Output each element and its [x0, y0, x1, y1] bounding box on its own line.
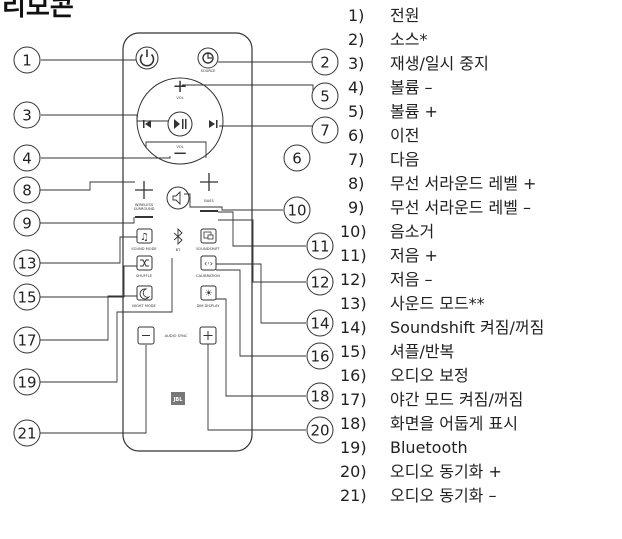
dim-display-button[interactable]: ☀ [200, 285, 217, 301]
callout-4: 4 [13, 144, 41, 172]
svg-text:17: 17 [17, 332, 36, 350]
shuffle-label: SHUFFLE [136, 274, 153, 278]
mute-button[interactable] [166, 186, 190, 210]
audio-sync-label: AUDIO SYNC [165, 334, 188, 338]
callout-20: 20 [306, 416, 334, 444]
callout-6: 6 [283, 144, 311, 172]
music-note-icon: ♫ [140, 232, 149, 243]
play-pause-button[interactable] [167, 111, 193, 137]
callout-7: 7 [311, 116, 339, 144]
source-label: SOURCE [201, 69, 217, 73]
sun-icon: ☀ [204, 289, 212, 299]
play-pause-icon [174, 119, 180, 129]
callout-8: 8 [13, 176, 41, 204]
svg-text:15: 15 [17, 289, 36, 307]
previous-button[interactable] [143, 120, 151, 128]
vol-label: VOL [176, 96, 183, 100]
soundshift-label: SOUNDSHIFT [196, 247, 220, 251]
shuffle-button[interactable] [136, 255, 153, 271]
audio-sync-down-button[interactable] [137, 326, 155, 345]
callout-12: 12 [306, 268, 334, 296]
remote-diagram: SOURCE + VOL − VOL WIRELESS SURROUND BAS… [13, 32, 339, 452]
callout-21: 21 [13, 419, 41, 447]
next-button[interactable] [209, 120, 218, 128]
speaker-icon [172, 190, 181, 206]
page-title: 리모콘 [2, 0, 74, 22]
volume-up-button[interactable]: + [172, 76, 187, 97]
calibration-button[interactable]: ‹·› [200, 255, 217, 271]
svg-text:9: 9 [22, 215, 32, 233]
leader-lines [40, 59, 314, 434]
svg-text:20: 20 [310, 422, 329, 440]
shuffle-icon [140, 259, 149, 267]
bass-label: BASS [204, 199, 214, 203]
night-mode-label: NIGHT MODE [132, 304, 156, 308]
sound-mode-button[interactable]: ♫ [136, 228, 153, 244]
next-icon [209, 120, 215, 128]
callout-15: 15 [13, 283, 41, 311]
svg-text:21: 21 [17, 425, 36, 443]
callout-1: 1 [13, 46, 41, 74]
volume-down-button[interactable]: − [172, 143, 187, 164]
wireless-surround-label-1: WIRELESS [135, 203, 154, 207]
callout-11: 11 [306, 232, 334, 260]
source-button[interactable] [197, 47, 219, 69]
audio-sync-up-button[interactable] [199, 326, 217, 345]
wireless-surround-label-2: SURROUND [134, 207, 155, 211]
callout-14: 14 [306, 309, 334, 337]
bass-up-button[interactable] [200, 173, 218, 191]
svg-text:12: 12 [310, 274, 329, 292]
callout-13: 13 [13, 249, 41, 277]
power-icon [139, 53, 155, 67]
callout-18: 18 [306, 382, 334, 410]
svg-text:18: 18 [310, 388, 329, 406]
bt-label: BT [176, 248, 181, 252]
callout-5: 5 [311, 82, 339, 110]
svg-text:16: 16 [310, 348, 329, 366]
callout-10: 10 [283, 196, 311, 224]
svg-text:4: 4 [22, 150, 32, 168]
soundshift-button[interactable] [200, 228, 217, 244]
wireless-surround-down-button[interactable] [135, 216, 153, 218]
svg-text:6: 6 [292, 150, 302, 168]
vol-label-bottom: VOL [176, 145, 183, 149]
callout-9: 9 [13, 209, 41, 237]
moon-icon [139, 288, 151, 300]
svg-text:14: 14 [310, 315, 329, 333]
svg-text:1: 1 [22, 52, 32, 70]
svg-text:19: 19 [17, 374, 36, 392]
calibration-label: CALIBRATION [196, 274, 220, 278]
bluetooth-icon [173, 227, 183, 246]
svg-text:7: 7 [320, 122, 330, 140]
svg-text:2: 2 [320, 54, 330, 72]
callout-3: 3 [13, 101, 41, 129]
callout-2: 2 [311, 48, 339, 76]
bass-down-button[interactable] [200, 210, 218, 212]
dim-display-label: DIM DISPLAY [197, 304, 221, 308]
sound-mode-label: SOUND MODE [131, 247, 157, 251]
svg-text:13: 13 [17, 255, 36, 273]
calibration-icon: ‹·› [204, 259, 213, 268]
svg-text:5: 5 [320, 88, 330, 106]
power-button[interactable] [135, 46, 159, 70]
night-mode-button[interactable] [136, 285, 153, 301]
svg-text:3: 3 [22, 107, 32, 125]
jbl-logo-text: JBL [173, 397, 184, 403]
jbl-logo [171, 392, 185, 405]
svg-text:8: 8 [22, 182, 32, 200]
callout-16: 16 [306, 342, 334, 370]
wireless-surround-up-button[interactable] [135, 181, 153, 199]
svg-text:11: 11 [310, 238, 329, 256]
callout-17: 17 [13, 326, 41, 354]
svg-text:10: 10 [287, 202, 306, 220]
callout-19: 19 [13, 368, 41, 396]
bluetooth-button[interactable] [173, 227, 183, 246]
previous-icon [145, 120, 151, 128]
